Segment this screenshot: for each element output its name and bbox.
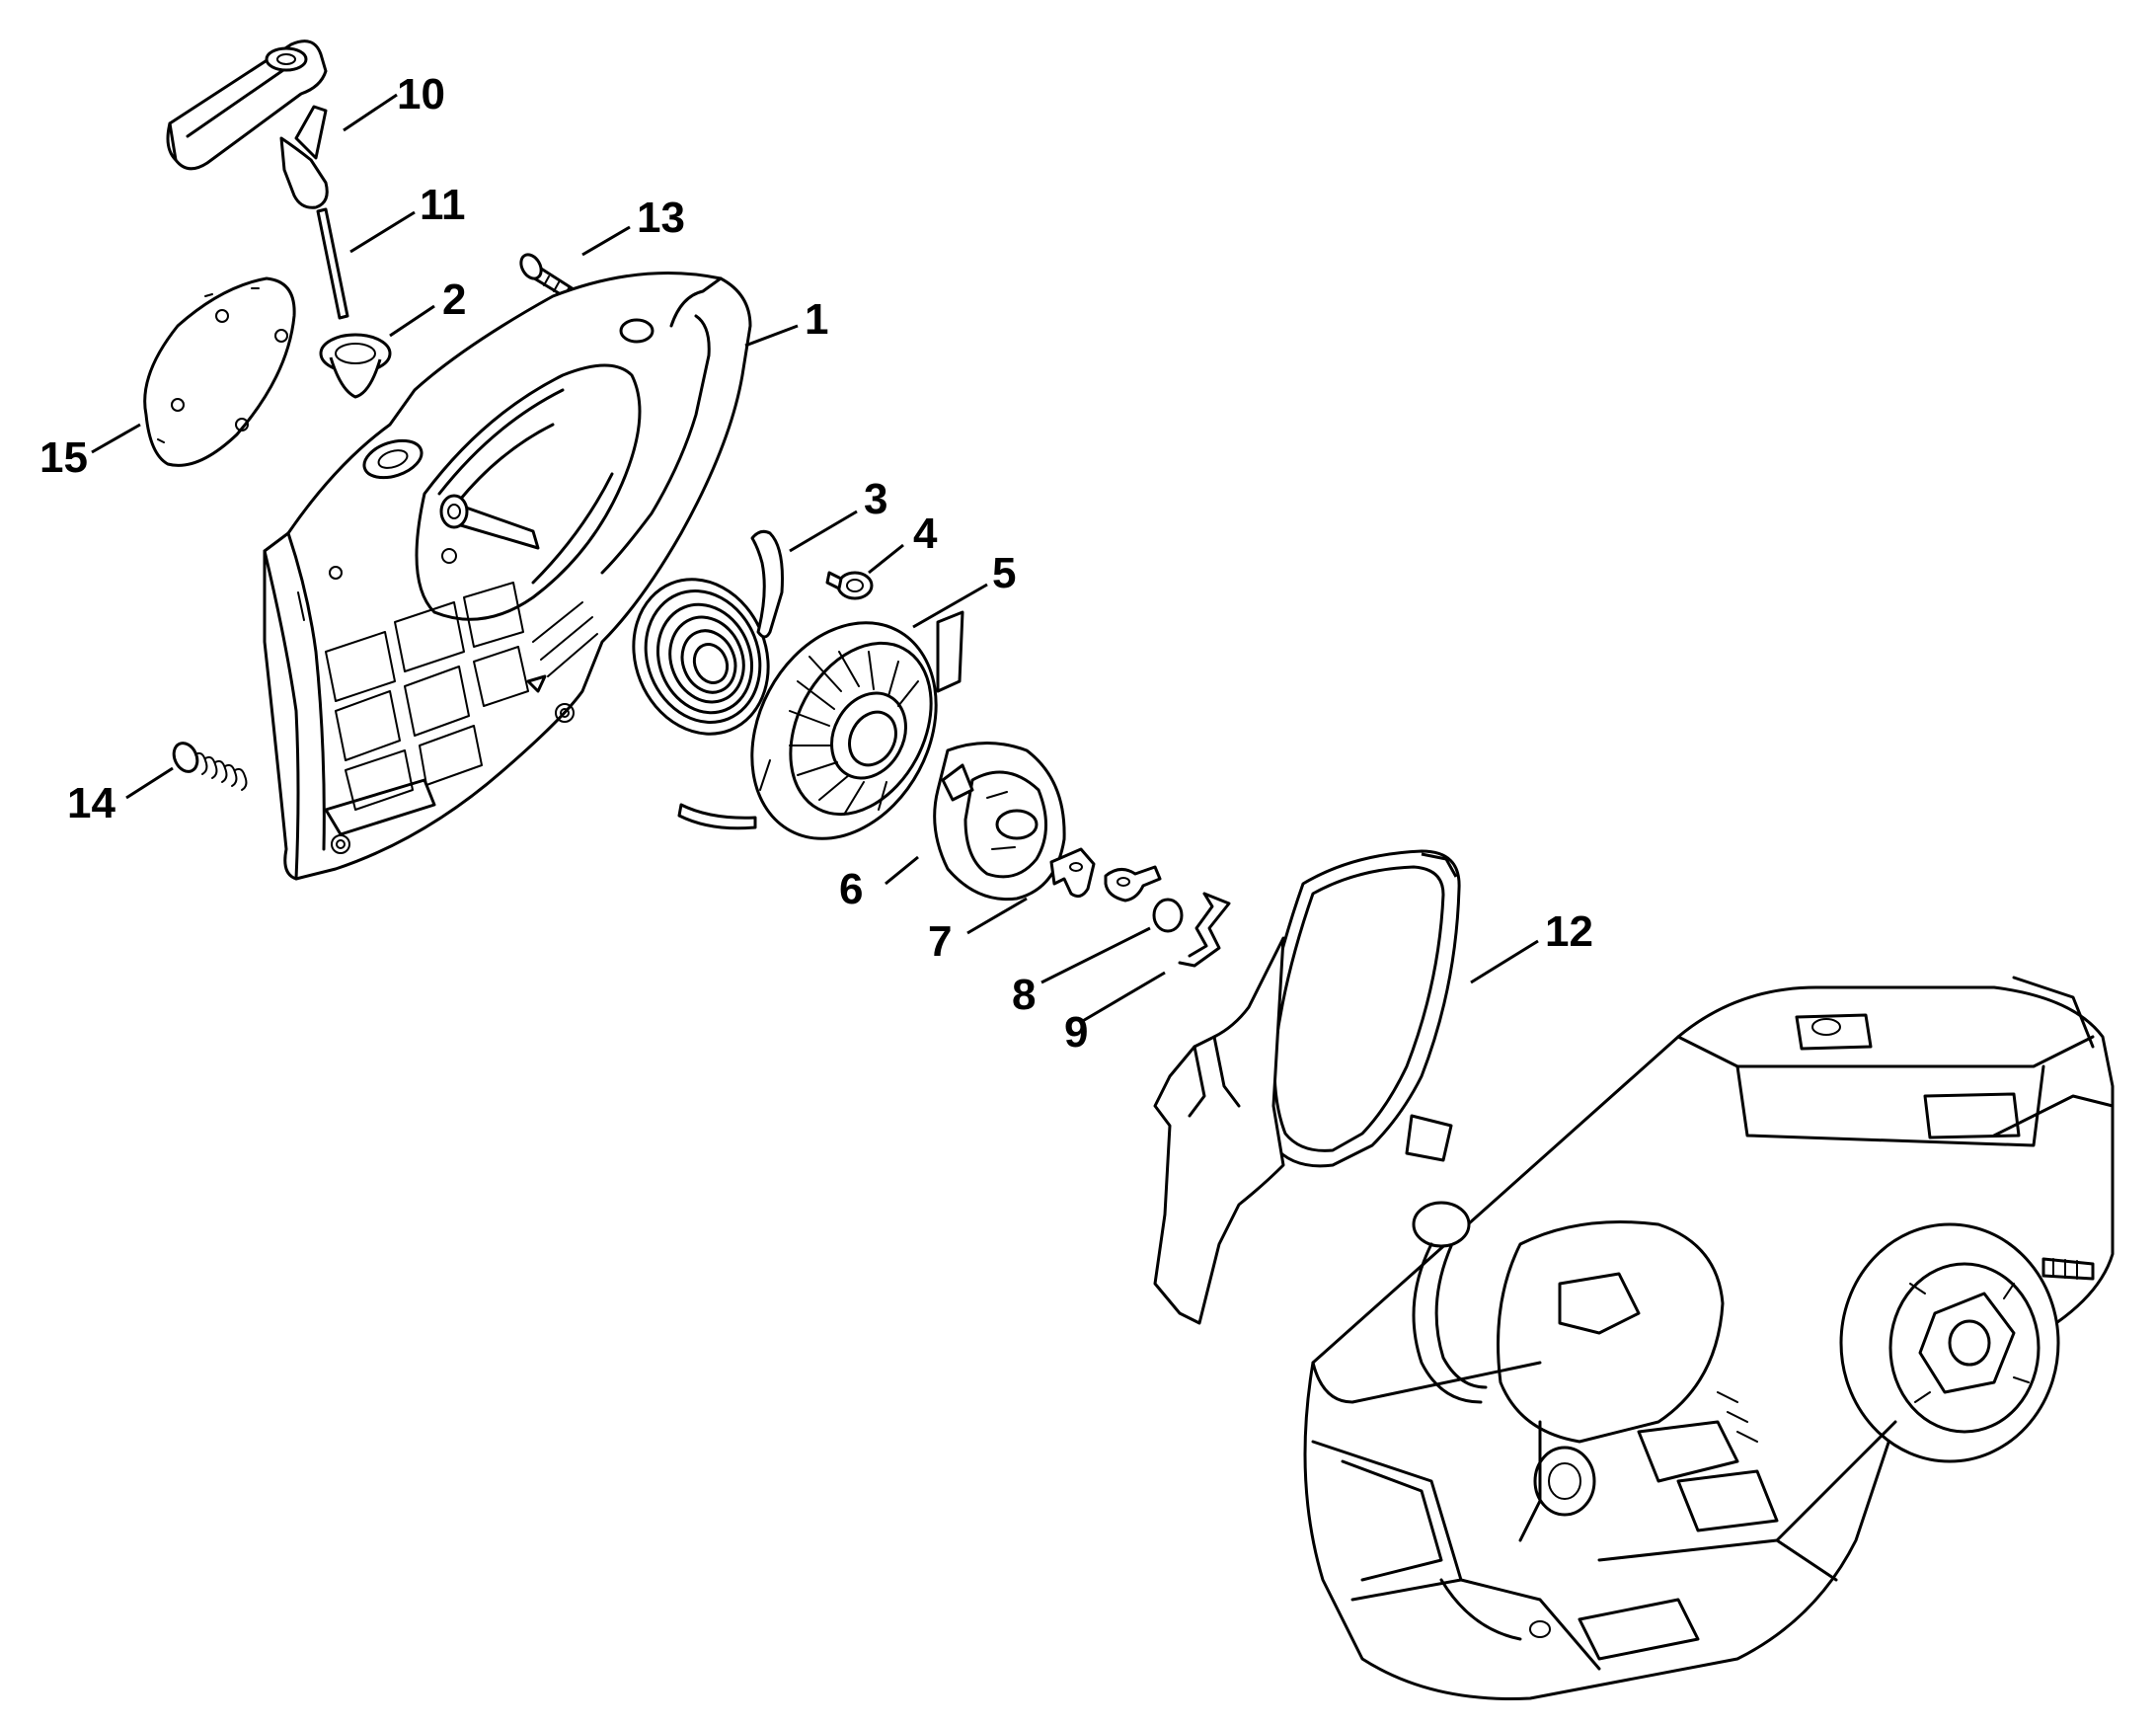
leader-4 xyxy=(868,543,904,575)
leader-lines xyxy=(91,93,1539,1024)
callout-15: 15 xyxy=(39,433,88,482)
part-rope-guide xyxy=(319,333,392,399)
part-pawl-carrier xyxy=(933,742,1066,902)
leader-6 xyxy=(885,855,919,886)
leader-5 xyxy=(912,583,988,629)
part-screw-4 xyxy=(825,571,874,600)
part-rewind-spring xyxy=(632,529,784,830)
leader-15 xyxy=(91,423,141,454)
part-spring-clip xyxy=(1152,892,1231,968)
callout-4: 4 xyxy=(913,510,938,558)
callout-7: 7 xyxy=(928,917,952,966)
leader-10 xyxy=(343,93,398,132)
callout-5: 5 xyxy=(992,549,1016,597)
callout-2: 2 xyxy=(442,275,466,324)
leader-3 xyxy=(789,510,858,553)
callout-11: 11 xyxy=(420,181,466,229)
callout-6: 6 xyxy=(839,865,863,913)
callout-3: 3 xyxy=(864,475,887,523)
callout-10: 10 xyxy=(397,70,445,118)
part-rope-rotor xyxy=(750,610,964,840)
callout-8: 8 xyxy=(1012,971,1036,1019)
leader-14 xyxy=(125,766,174,800)
callout-12: 12 xyxy=(1545,907,1593,956)
callout-14: 14 xyxy=(67,779,116,827)
callout-1: 1 xyxy=(805,295,828,344)
callout-13: 13 xyxy=(637,194,685,242)
part-starter-rope xyxy=(316,207,349,320)
leader-2 xyxy=(389,304,435,338)
callout-labels: 10 11 13 2 1 15 3 4 5 14 6 7 8 9 12 xyxy=(39,70,1593,1057)
callout-9: 9 xyxy=(1064,1008,1088,1057)
leader-12 xyxy=(1470,939,1539,984)
leader-7 xyxy=(966,897,1028,935)
part-power-head xyxy=(1303,976,2115,1700)
leader-8 xyxy=(1040,926,1151,984)
part-pawl-7 xyxy=(1049,847,1096,899)
part-pawl-8 xyxy=(1104,865,1162,902)
part-spring-stud xyxy=(172,742,248,791)
part-cover-plate xyxy=(143,276,296,467)
part-air-guide xyxy=(1153,849,1461,1325)
leader-9 xyxy=(1080,971,1166,1024)
leader-1 xyxy=(744,324,799,348)
part-fan-housing xyxy=(263,271,752,881)
part-starter-grip xyxy=(166,39,329,209)
leader-11 xyxy=(349,210,416,254)
leader-13 xyxy=(581,225,631,257)
